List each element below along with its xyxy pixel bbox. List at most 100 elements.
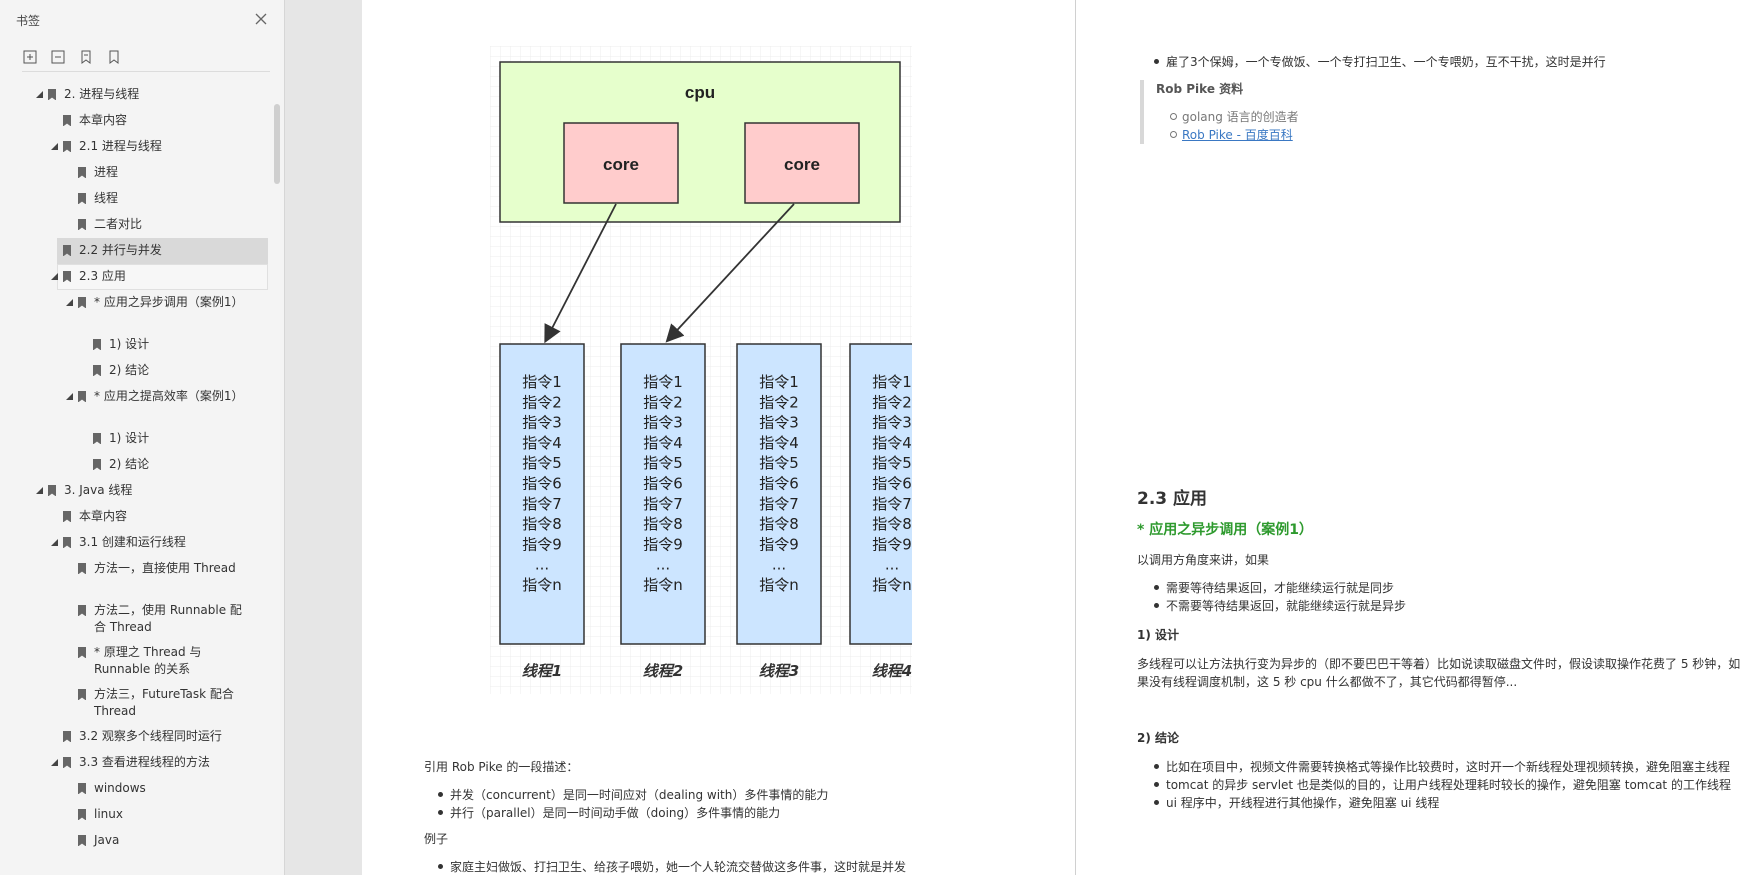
instruction-label: 指令1 bbox=[522, 373, 562, 391]
example-label: 例子 bbox=[424, 832, 449, 846]
collapse-icon[interactable] bbox=[50, 49, 66, 65]
bookmark-icon bbox=[63, 268, 73, 285]
bookmark-item[interactable]: * 应用之提高效率（案例1） bbox=[64, 388, 250, 405]
instruction-label: 指令n bbox=[643, 576, 683, 594]
instruction-label: 指令2 bbox=[872, 393, 912, 411]
instruction-label: 指令4 bbox=[522, 434, 562, 452]
rob-pike-link[interactable]: Rob Pike - 百度百科 bbox=[1182, 128, 1293, 142]
bookmark-icon bbox=[93, 336, 103, 353]
bookmark-item[interactable]: linux bbox=[64, 806, 250, 823]
bookmark-icon bbox=[78, 686, 88, 703]
bookmark-item[interactable]: 3. Java 线程 bbox=[34, 482, 250, 499]
bookmark-item[interactable]: Java bbox=[64, 832, 250, 849]
bookmark-item[interactable]: 二者对比 bbox=[64, 216, 250, 233]
core-box bbox=[744, 122, 860, 204]
bookmark-icon bbox=[78, 832, 88, 849]
close-icon[interactable] bbox=[254, 12, 268, 26]
sidebar-scrollbar[interactable] bbox=[274, 104, 280, 184]
expand-arrow-icon[interactable] bbox=[49, 534, 59, 551]
bookmark-label: 方法三，FutureTask 配合 Thread bbox=[94, 687, 234, 718]
bookmark-item[interactable]: windows bbox=[64, 780, 250, 797]
bookmark-item[interactable]: 2.3 应用 bbox=[49, 268, 250, 285]
blank-indent bbox=[64, 832, 74, 849]
bookmark-item[interactable]: 3.3 查看进程线程的方法 bbox=[49, 754, 250, 771]
expand-arrow-icon[interactable] bbox=[49, 138, 59, 155]
instruction-label: 指令8 bbox=[522, 515, 562, 533]
blockquote-bar bbox=[1140, 80, 1144, 144]
blank-indent bbox=[64, 560, 74, 577]
expand-arrow-icon[interactable] bbox=[64, 294, 74, 311]
expand-arrow-icon[interactable] bbox=[49, 754, 59, 771]
expand-arrow-icon[interactable] bbox=[64, 388, 74, 405]
blank-indent bbox=[64, 216, 74, 233]
instruction-label: 指令7 bbox=[522, 495, 562, 513]
blank-indent bbox=[64, 806, 74, 823]
add-bookmark-icon[interactable] bbox=[78, 49, 94, 65]
bookmark-item[interactable]: 方法三，FutureTask 配合 Thread bbox=[64, 686, 250, 720]
thread-box bbox=[499, 343, 585, 645]
instruction-label: 指令6 bbox=[872, 475, 912, 493]
core-box bbox=[563, 122, 679, 204]
instruction-label: 指令7 bbox=[759, 495, 799, 513]
bookmark-icon bbox=[78, 388, 88, 405]
bookmark-item[interactable]: 2) 结论 bbox=[79, 362, 250, 379]
bookmark-item[interactable]: 本章内容 bbox=[49, 112, 250, 129]
bookmark-item[interactable]: 2) 结论 bbox=[79, 456, 250, 473]
expand-arrow-icon[interactable] bbox=[49, 268, 59, 285]
bookmark-item[interactable]: * 应用之异步调用（案例1） bbox=[64, 294, 250, 311]
bookmark-icon bbox=[63, 112, 73, 129]
instruction-label: 指令2 bbox=[522, 393, 562, 411]
instruction-label: 指令5 bbox=[522, 454, 562, 472]
paragraph: 果没有线程调度机制，这 5 秒 cpu 什么都做不了，其它代码都得暂停... bbox=[1137, 675, 1518, 689]
bookmark-label: Java bbox=[94, 833, 120, 847]
list-item: 并发（concurrent）是同一时间应对（dealing with）多件事情的… bbox=[437, 788, 829, 802]
blank-indent bbox=[49, 242, 59, 259]
bookmark-item[interactable]: 方法二，使用 Runnable 配合 Thread bbox=[64, 602, 250, 636]
bookmark-item[interactable]: 1) 设计 bbox=[79, 430, 250, 447]
bookmark-icon bbox=[63, 508, 73, 525]
bookmark-label: 2.2 并行与并发 bbox=[79, 243, 162, 257]
instruction-label: 指令1 bbox=[759, 373, 799, 391]
expand-arrow-icon[interactable] bbox=[34, 86, 44, 103]
list-item: 需要等待结果返回，才能继续运行就是同步 bbox=[1153, 581, 1395, 595]
bookmark-item[interactable]: 2. 进程与线程 bbox=[34, 86, 250, 103]
bookmark-item[interactable]: 方法一，直接使用 Thread bbox=[64, 560, 250, 577]
bookmark-item[interactable]: 3.1 创建和运行线程 bbox=[49, 534, 250, 551]
expand-arrow-icon[interactable] bbox=[34, 482, 44, 499]
bookmark-item[interactable]: 线程 bbox=[64, 190, 250, 207]
blank-indent bbox=[49, 112, 59, 129]
expand-icon[interactable] bbox=[22, 49, 38, 65]
instruction-label: 指令3 bbox=[522, 414, 562, 432]
instruction-label: 指令6 bbox=[759, 475, 799, 493]
bookmark-toolbar bbox=[0, 42, 284, 72]
bookmark-label: 本章内容 bbox=[79, 113, 128, 127]
instruction-label: 指令3 bbox=[643, 414, 683, 432]
bookmark-label: 方法一，直接使用 Thread bbox=[94, 561, 236, 575]
instruction-label: 指令n bbox=[759, 576, 799, 594]
bookmark-label: * 应用之异步调用（案例1） bbox=[94, 295, 244, 309]
bookmark-label: linux bbox=[94, 807, 123, 821]
subsection-heading: * 应用之异步调用（案例1） bbox=[1137, 522, 1313, 538]
bookmark-label: 进程 bbox=[94, 165, 119, 179]
bookmark-item[interactable]: 本章内容 bbox=[49, 508, 250, 525]
bookmark-icon[interactable] bbox=[106, 49, 122, 65]
instruction-label: 指令6 bbox=[522, 475, 562, 493]
instruction-label: 指令1 bbox=[872, 373, 912, 391]
bookmark-label: 2) 结论 bbox=[109, 363, 150, 377]
bookmark-item[interactable]: * 原理之 Thread 与 Runnable 的关系 bbox=[64, 644, 250, 678]
bookmark-icon bbox=[78, 164, 88, 181]
bookmark-icon bbox=[48, 482, 58, 499]
blank-indent bbox=[64, 780, 74, 797]
list-item: 家庭主妇做饭、打扫卫生、给孩子喂奶，她一个人轮流交替做这多件事，这时就是并发 bbox=[437, 860, 907, 874]
bookmark-label: 1) 设计 bbox=[109, 431, 150, 445]
bookmark-label: 3.1 创建和运行线程 bbox=[79, 535, 186, 549]
instruction-label: 指令5 bbox=[872, 454, 912, 472]
bookmark-item[interactable]: 2.2 并行与并发 bbox=[49, 242, 250, 259]
bookmark-item[interactable]: 3.2 观察多个线程同时运行 bbox=[49, 728, 250, 745]
bookmark-item[interactable]: 进程 bbox=[64, 164, 250, 181]
bookmark-item[interactable]: 1) 设计 bbox=[79, 336, 250, 353]
paragraph: 以调用方角度来讲，如果 bbox=[1137, 553, 1270, 567]
bookmark-icon bbox=[78, 190, 88, 207]
bookmark-icon bbox=[78, 806, 88, 823]
bookmark-item[interactable]: 2.1 进程与线程 bbox=[49, 138, 250, 155]
